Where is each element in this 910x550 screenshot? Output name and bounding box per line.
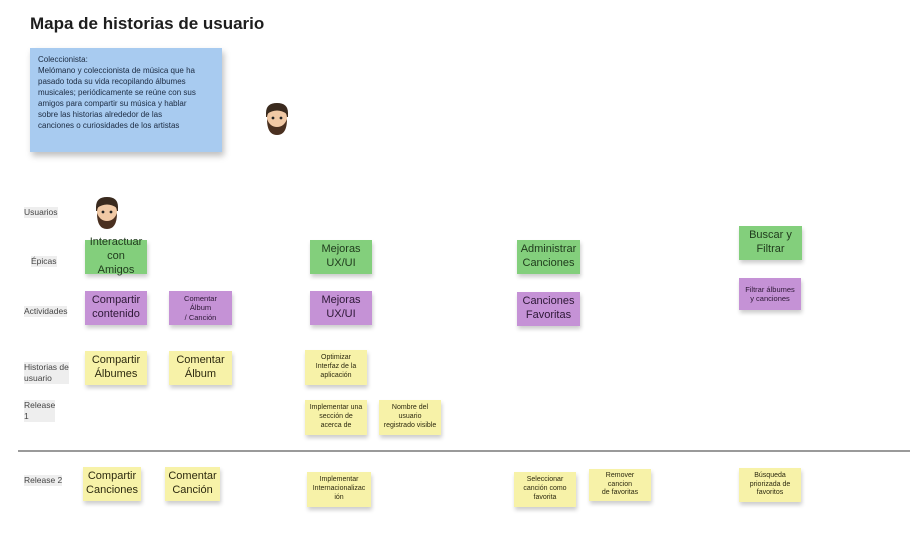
note-line: registrado visible <box>383 421 437 429</box>
note-line: Optimizar <box>321 354 351 362</box>
note-line: sección de <box>319 413 353 421</box>
note-line: UX/UI <box>326 308 356 320</box>
note-line: Filtrar álbumes <box>745 284 795 294</box>
note-line: Buscar y <box>749 229 792 242</box>
row-label-line: usuario <box>24 373 52 383</box>
note-line: Compartir <box>91 294 141 307</box>
row-label-release1: Release 1 <box>24 400 56 422</box>
release-divider <box>18 450 910 452</box>
note-line: UX/UI <box>326 257 356 269</box>
row-label-line: 1 <box>24 411 29 421</box>
note-line: Mejoras <box>321 294 361 307</box>
note-line: usuario <box>398 413 422 421</box>
persona-line: musicales; periódicamente se reúne con s… <box>38 88 196 97</box>
note-line: Administrar <box>520 243 577 256</box>
avatar-icon <box>96 197 118 229</box>
row-label-line: Historias de <box>24 362 69 372</box>
note-line: Canciones <box>522 295 575 308</box>
note-line: Canción <box>172 484 213 496</box>
note-line: Seleccionar <box>526 476 564 484</box>
page-title: Mapa de historias de usuario <box>30 14 265 33</box>
persona-line: canciones o curiosidades de los artistas <box>38 121 180 130</box>
note-line: Comentar Álbum <box>184 293 217 313</box>
row-label-actividades: Actividades <box>24 306 68 317</box>
note-line: Implementar una <box>309 404 363 412</box>
note-line: contenido <box>92 308 140 320</box>
note-line: Implementar <box>319 476 359 484</box>
note-line: priorizada de <box>749 480 791 488</box>
note-line: y canciones <box>750 294 790 303</box>
note-line: Canciones <box>522 257 575 269</box>
persona-line: sobre las historias alrededor de las <box>38 110 163 119</box>
note-line: ión <box>334 493 344 501</box>
note-line: Favoritas <box>525 309 572 321</box>
note-line: aplicación <box>320 371 352 379</box>
note-line: favorita <box>533 493 557 501</box>
persona-line: amigos para compartir su música y hablar <box>38 99 187 108</box>
note-line: Canciones <box>86 484 138 496</box>
row-label-line: Release <box>24 400 56 410</box>
note-line: de favoritas <box>601 489 639 497</box>
note-line: Filtrar <box>756 243 785 255</box>
note-line: Interfaz de la <box>315 363 357 371</box>
note-line: Comentar <box>176 354 225 367</box>
note-line: Remover cancion <box>605 471 635 488</box>
note-line: Internacionalizac <box>312 485 366 493</box>
note-line: favoritos <box>756 489 784 497</box>
persona-line: pasado toda su vida recopilando álbumes <box>38 77 186 86</box>
note-line: Nombre del <box>391 404 429 412</box>
note-line: con Amigos <box>97 250 135 276</box>
persona-note[interactable]: Coleccionista: Melómano y coleccionista … <box>30 48 222 152</box>
row-label-usuarios: Usuarios <box>24 207 58 218</box>
persona-line: Melómano y coleccionista de música que h… <box>38 66 195 75</box>
note-line: canción como <box>523 485 567 493</box>
row-label-release2: Release 2 <box>24 475 63 486</box>
note-line: Mejoras <box>321 243 361 256</box>
note-line: Compartir <box>91 354 141 367</box>
persona-line: Coleccionista: <box>38 55 88 64</box>
avatar-icon <box>266 103 288 135</box>
note-line: Compartir <box>87 470 137 483</box>
note-line: Comentar <box>168 470 217 483</box>
row-label-epicas: Épicas <box>31 256 57 267</box>
row-label-historias: Historias de usuario <box>24 362 69 384</box>
note-line: Búsqueda <box>754 471 786 479</box>
note-line: / Canción <box>184 312 217 322</box>
note-line: acerca de <box>320 421 352 429</box>
note-line: Álbum <box>184 368 217 380</box>
note-line: Interactuar <box>89 236 143 249</box>
note-line: Álbumes <box>94 368 138 380</box>
activity-note[interactable]: Comentar Álbum/ Canción <box>169 291 232 325</box>
